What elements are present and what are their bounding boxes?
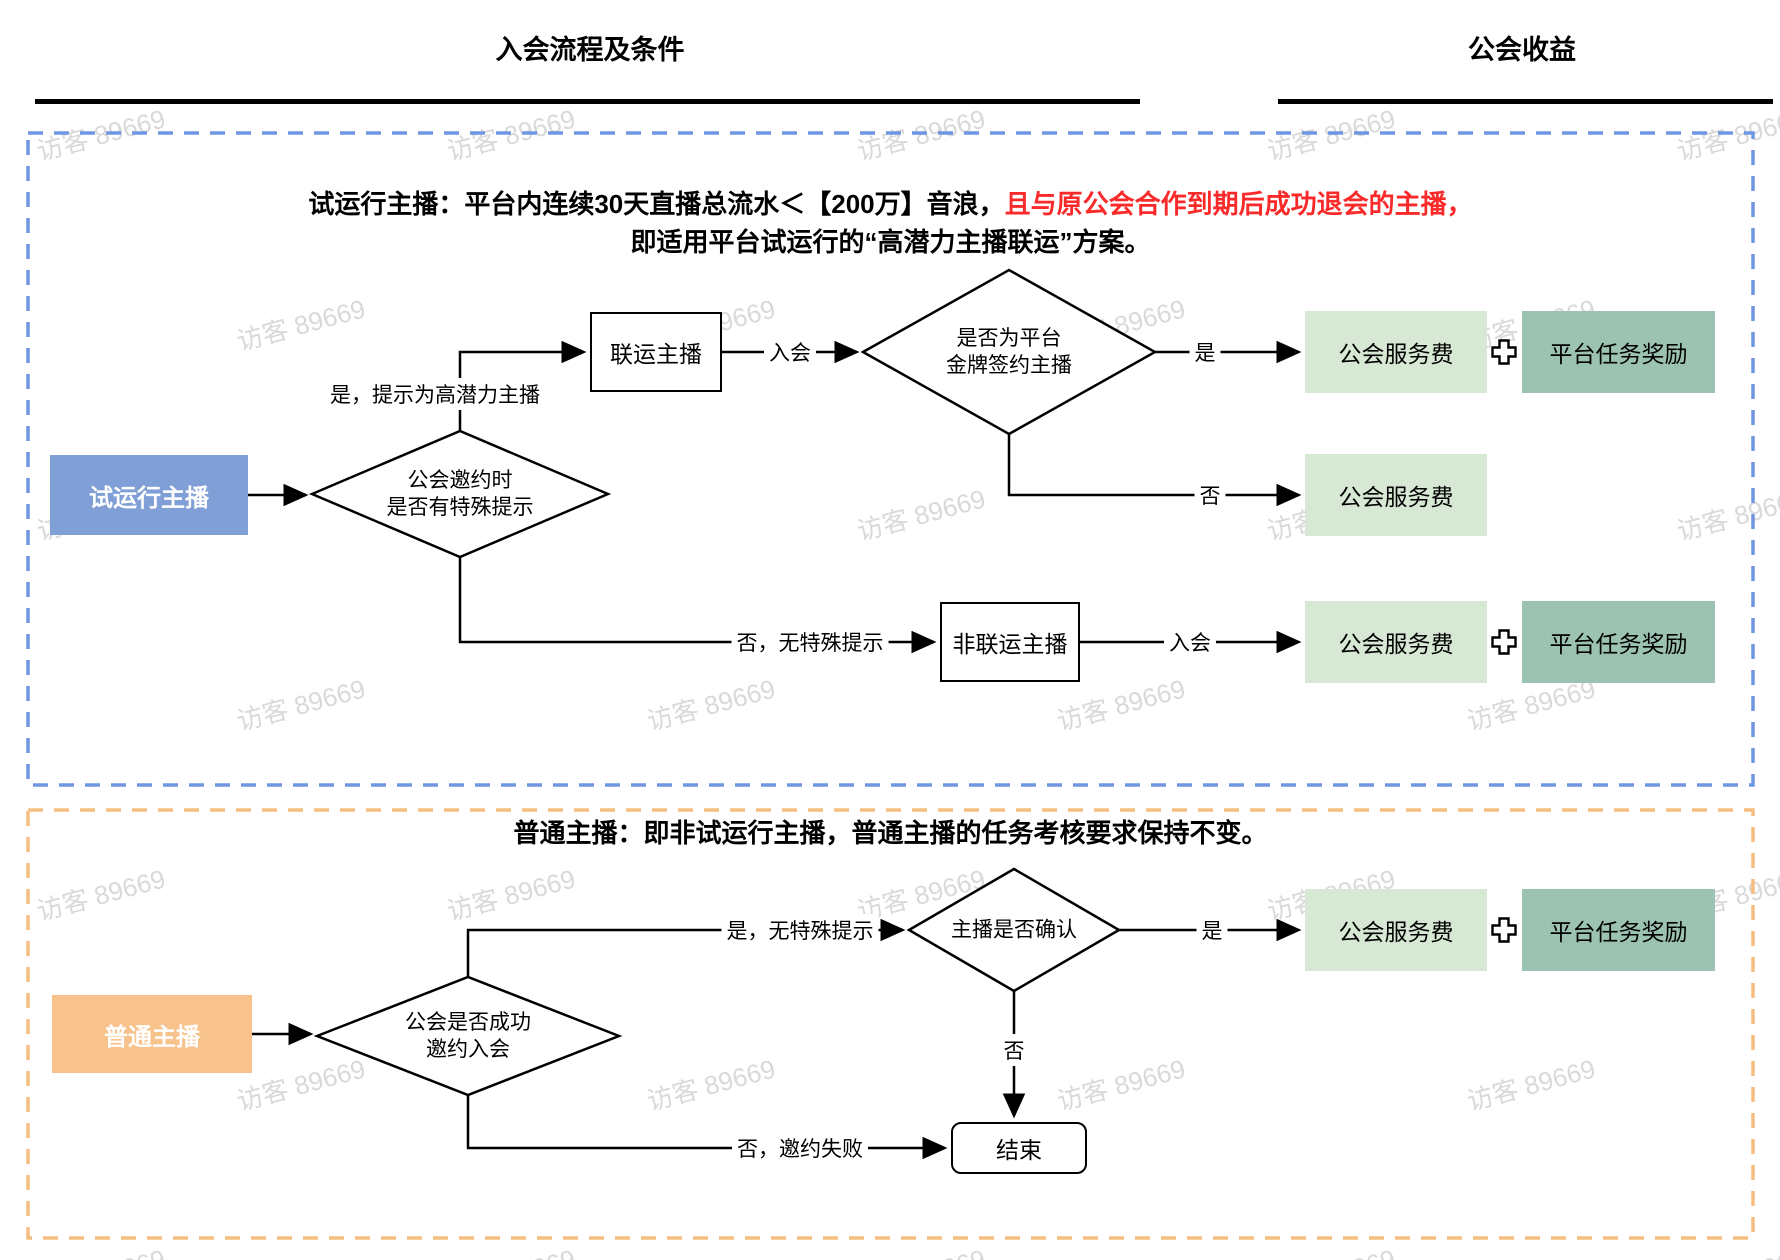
trial-title-red-part: 且与原公会合作到期后成功退会的主播，: [1004, 189, 1473, 219]
platform-reward-node-2: 平台任务奖励: [1522, 601, 1715, 683]
plus-icon-1: [1491, 339, 1517, 365]
normal-section-border: [26, 808, 1755, 1240]
non-union-streamer-node: 非联运主播: [940, 602, 1080, 682]
trial-title-part1: 试运行主播：平台内连续30天直播总流水＜【200万】音浪，: [308, 189, 1005, 219]
edge-label-yes-2: 是: [1196, 914, 1228, 946]
edge-label-yes-high-potential: 是，提示为高潜力主播: [325, 378, 545, 410]
decision-invite-success-text: 公会是否成功 邀约入会: [405, 1011, 531, 1061]
header-left-rule: [35, 99, 1140, 104]
edge-label-no-fail: 否，邀约失败: [732, 1132, 868, 1164]
edge-label-no-special: 否，无特殊提示: [731, 626, 889, 658]
trial-title-line1: 试运行主播：平台内连续30天直播总流水＜【200万】音浪，且与原公会合作到期后成…: [28, 185, 1753, 223]
decision-gold-sign-text: 是否为平台 金牌签约主播: [946, 327, 1072, 377]
header-right-title: 公会收益: [1468, 35, 1576, 65]
edge-label-yes-1: 是: [1189, 336, 1221, 368]
decision-invite-success-shape: [313, 975, 623, 1097]
platform-reward-node-1: 平台任务奖励: [1522, 311, 1715, 393]
trial-title-line2: 即适用平台试运行的“高潜力主播联运”方案。: [630, 227, 1151, 257]
union-streamer-node: 联运主播: [590, 312, 722, 392]
decision-streamer-confirm-text: 主播是否确认: [951, 918, 1077, 942]
trial-section-title: 试运行主播：平台内连续30天直播总流水＜【200万】音浪，且与原公会合作到期后成…: [28, 185, 1753, 261]
platform-reward-node-3: 平台任务奖励: [1522, 889, 1715, 971]
edge-label-yes-no-special: 是，无特殊提示: [721, 914, 879, 946]
normal-section-title: 普通主播：即非试运行主播，普通主播的任务考核要求保持不变。: [513, 818, 1268, 848]
edge-label-no-2: 否: [998, 1034, 1030, 1066]
end-node: 结束: [951, 1122, 1087, 1174]
trial-section-border: [26, 131, 1755, 787]
trial-start-node: 试运行主播: [50, 455, 248, 535]
plus-icon-3: [1491, 917, 1517, 943]
decision-gold-sign-shape: [860, 268, 1158, 436]
edge-label-join-1: 入会: [764, 336, 816, 368]
normal-start-node: 普通主播: [52, 995, 252, 1073]
edge-label-join-2: 入会: [1164, 626, 1216, 658]
plus-icon-2: [1491, 629, 1517, 655]
guild-fee-node-3: 公会服务费: [1305, 601, 1487, 683]
header-right-rule: [1278, 99, 1773, 104]
guild-fee-node-4: 公会服务费: [1305, 889, 1487, 971]
guild-fee-node-1: 公会服务费: [1305, 311, 1487, 393]
decision-invite-hint-text: 公会邀约时 是否有特殊提示: [386, 469, 534, 519]
header-left-title: 入会流程及条件: [495, 35, 685, 65]
decision-invite-hint-shape: [308, 429, 612, 559]
decision-streamer-confirm-shape: [906, 867, 1122, 993]
guild-fee-node-2: 公会服务费: [1305, 454, 1487, 536]
edge-label-no-1: 否: [1194, 479, 1226, 511]
